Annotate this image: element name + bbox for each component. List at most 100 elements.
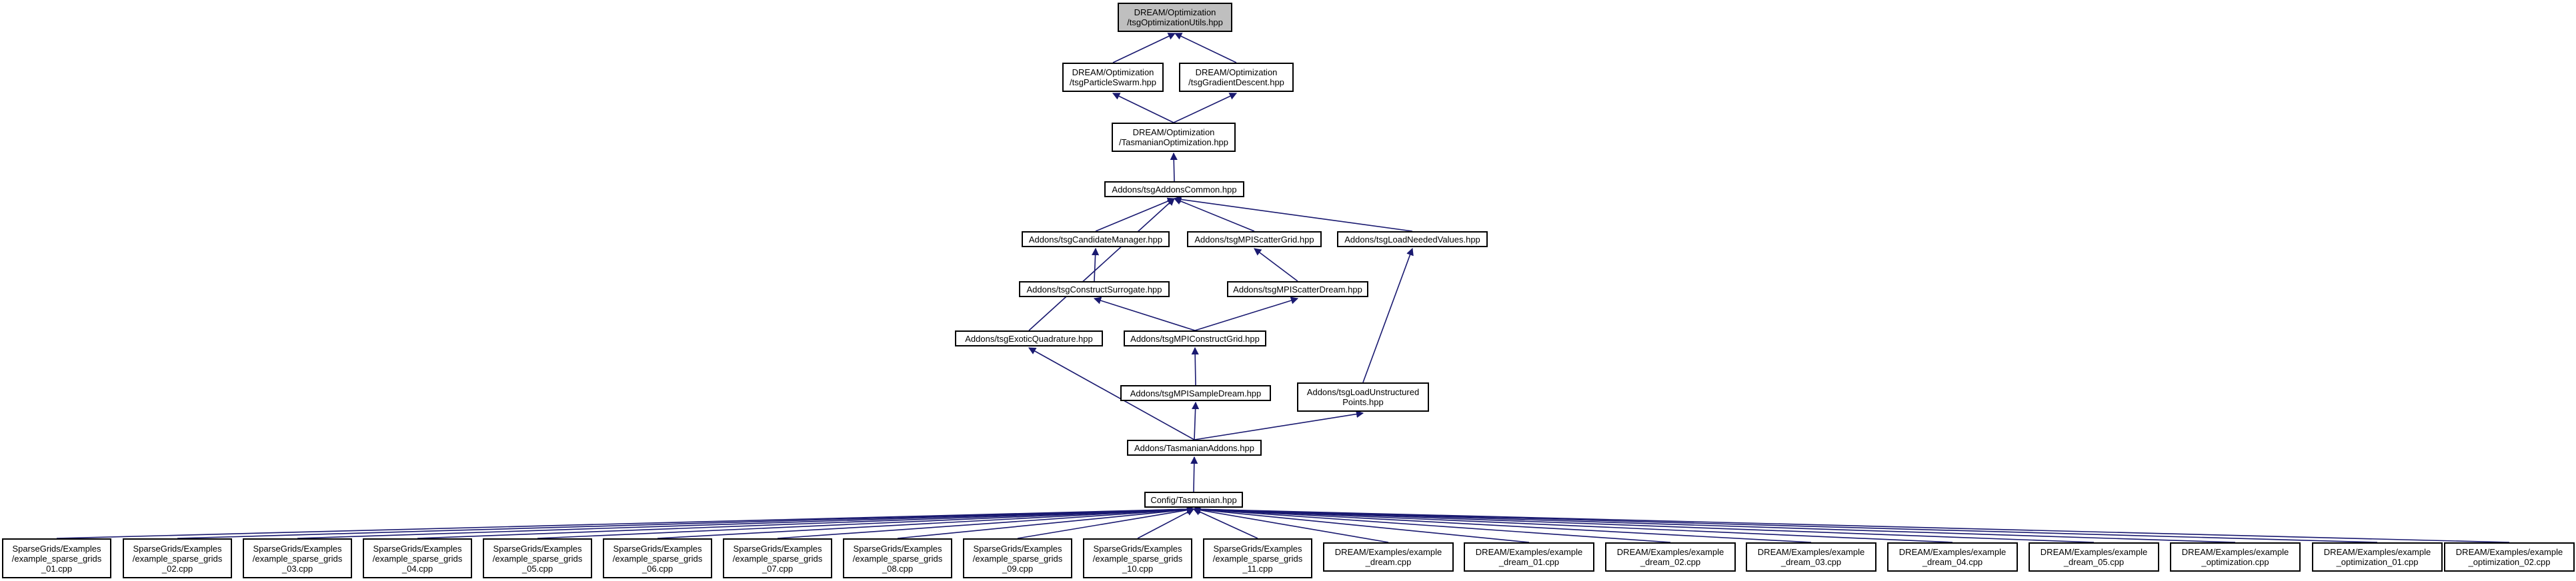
node-label-line: _06.cpp <box>641 563 674 574</box>
edge-sg01-to-tasmanian <box>56 505 1195 539</box>
node-label-line: Addons/tsgCandidateManager.hpp <box>1028 234 1163 245</box>
edge-tasaddons-to-mpisample <box>1192 401 1200 440</box>
node-sg05[interactable]: SparseGrids/Examples/example_sparse_grid… <box>483 538 592 578</box>
node-label-line: /example_sparse_grids <box>372 553 463 564</box>
node-label-line: Config/Tasmanian.hpp <box>1150 494 1237 505</box>
node-dr05[interactable]: DREAM/Examples/example_dream_05.cpp <box>2029 542 2159 572</box>
edge-sg07-to-tasmanian <box>777 506 1195 539</box>
node-label-line: Addons/tsgLoadNeededValues.hpp <box>1344 234 1480 245</box>
node-label-line: _dream.cpp <box>1365 557 1412 567</box>
edge-mpiscatd-to-mpiscat <box>1254 248 1298 282</box>
node-label-line: Addons/TasmanianAddons.hpp <box>1134 442 1254 453</box>
edge-mpiscat-to-common <box>1173 197 1255 232</box>
node-sg03[interactable]: SparseGrids/Examples/example_sparse_grid… <box>243 538 352 578</box>
edge-gdesc-to-root <box>1174 33 1237 63</box>
node-label-line: Addons/tsgExoticQuadrature.hpp <box>965 333 1093 344</box>
node-opt01[interactable]: DREAM/Examples/example_optimization_01.c… <box>2312 542 2443 572</box>
edge-sg06-to-tasmanian <box>657 505 1195 539</box>
node-pswarm[interactable]: DREAM/Optimization/tsgParticleSwarm.hpp <box>1062 63 1164 92</box>
edge-opt-to-tasmanian <box>1192 505 2236 543</box>
node-tasopt[interactable]: DREAM/Optimization/TasmanianOptimization… <box>1112 123 1236 152</box>
node-sg10[interactable]: SparseGrids/Examples/example_sparse_grid… <box>1083 538 1192 578</box>
node-label-line: DREAM/Examples/example <box>1616 547 1724 557</box>
node-mpisample[interactable]: Addons/tsgMPISampleDream.hpp <box>1120 385 1271 401</box>
node-label-line: Addons/tsgAddonsCommon.hpp <box>1112 184 1237 195</box>
node-label-line: _03.cpp <box>281 563 313 574</box>
node-cand[interactable]: Addons/tsgCandidateManager.hpp <box>1022 231 1170 247</box>
node-dr03[interactable]: DREAM/Examples/example_dream_03.cpp <box>1746 542 1876 572</box>
node-label-line: DREAM/Optimization <box>1072 67 1154 77</box>
node-label-line: _08.cpp <box>882 563 914 574</box>
node-label-line: DREAM/Examples/example <box>2323 547 2431 557</box>
node-dr01[interactable]: DREAM/Examples/example_dream_01.cpp <box>1464 542 1594 572</box>
node-label-line: /example_sparse_grids <box>972 553 1063 564</box>
edge-mpiconst-to-mpiscatd <box>1194 296 1299 331</box>
edge-constsur-to-cand <box>1091 247 1100 282</box>
node-label-line: SparseGrids/Examples <box>253 543 342 554</box>
node-label-line: DREAM/Examples/example <box>2455 547 2563 557</box>
node-gdesc[interactable]: DREAM/Optimization/tsgGradientDescent.hp… <box>1179 63 1294 92</box>
edge-tasopt-to-pswarm <box>1112 93 1174 123</box>
node-tasmanian[interactable]: Config/Tasmanian.hpp <box>1144 492 1243 508</box>
node-dr04[interactable]: DREAM/Examples/example_dream_04.cpp <box>1887 542 2018 572</box>
node-label-line: Addons/tsgConstructSurrogate.hpp <box>1026 284 1162 294</box>
edge-dr05-to-tasmanian <box>1192 505 2095 543</box>
node-label-line: DREAM/Examples/example <box>2040 547 2148 557</box>
node-label-line: /TasmanianOptimization.hpp <box>1118 137 1229 147</box>
node-label-line: DREAM/Optimization <box>1195 67 1278 77</box>
node-label-line: DREAM/Examples/example <box>1898 547 2007 557</box>
node-label-line: _dream_01.cpp <box>1498 557 1560 567</box>
node-label-line: /example_sparse_grids <box>612 553 703 564</box>
node-label-line: /example_sparse_grids <box>11 553 102 564</box>
node-constsur[interactable]: Addons/tsgConstructSurrogate.hpp <box>1019 281 1170 297</box>
node-label-line: DREAM/Examples/example <box>1757 547 1865 557</box>
node-exotic[interactable]: Addons/tsgExoticQuadrature.hpp <box>955 330 1103 346</box>
node-label-line: _02.cpp <box>161 563 193 574</box>
node-label-line: Addons/tsgMPIScatterGrid.hpp <box>1194 234 1314 245</box>
node-tasaddons[interactable]: Addons/TasmanianAddons.hpp <box>1127 440 1262 456</box>
edge-sg04-to-tasmanian <box>417 505 1195 539</box>
edge-tasaddons-to-loadunstr <box>1194 410 1364 440</box>
node-opt[interactable]: DREAM/Examples/example_optimization.cpp <box>2170 542 2301 572</box>
node-sg02[interactable]: SparseGrids/Examples/example_sparse_grid… <box>123 538 232 578</box>
edge-dr-to-tasmanian <box>1192 506 1389 543</box>
node-sg04[interactable]: SparseGrids/Examples/example_sparse_grid… <box>363 538 472 578</box>
node-label-line: /example_sparse_grids <box>852 553 943 564</box>
node-label-line: /example_sparse_grids <box>252 553 343 564</box>
node-common[interactable]: Addons/tsgAddonsCommon.hpp <box>1104 181 1244 197</box>
edge-exotic-to-common <box>1028 198 1175 331</box>
edge-dr04-to-tasmanian <box>1192 505 1953 543</box>
node-sg01[interactable]: SparseGrids/Examples/example_sparse_grid… <box>2 538 111 578</box>
edge-tasaddons-to-exotic <box>1028 347 1195 440</box>
node-label-line: /tsgOptimizationUtils.hpp <box>1127 17 1223 27</box>
node-dr02[interactable]: DREAM/Examples/example_dream_02.cpp <box>1605 542 1736 572</box>
node-sg11[interactable]: SparseGrids/Examples/example_sparse_grid… <box>1203 538 1312 578</box>
node-label-line: SparseGrids/Examples <box>613 543 702 554</box>
node-label-line: _dream_05.cpp <box>2063 557 2125 567</box>
node-label-line: _10.cpp <box>1122 563 1154 574</box>
node-mpiscatd[interactable]: Addons/tsgMPIScatterDream.hpp <box>1227 281 1368 297</box>
edge-pswarm-to-root <box>1112 33 1176 63</box>
edge-mpisample-to-mpiconst <box>1191 346 1199 386</box>
node-label-line: /example_sparse_grids <box>732 553 823 564</box>
node-label-line: DREAM/Optimization <box>1134 7 1216 17</box>
edge-opt02-to-tasmanian <box>1192 505 2510 543</box>
node-dr[interactable]: DREAM/Examples/example_dream.cpp <box>1323 542 1454 572</box>
node-loadneed[interactable]: Addons/tsgLoadNeededValues.hpp <box>1337 231 1488 247</box>
node-mpiscat[interactable]: Addons/tsgMPIScatterGrid.hpp <box>1187 231 1322 247</box>
node-label-line: SparseGrids/Examples <box>733 543 822 554</box>
node-sg08[interactable]: SparseGrids/Examples/example_sparse_grid… <box>843 538 952 578</box>
edge-sg02-to-tasmanian <box>177 505 1195 539</box>
node-label-line: SparseGrids/Examples <box>12 543 101 554</box>
node-mpiconst[interactable]: Addons/tsgMPIConstructGrid.hpp <box>1124 330 1266 346</box>
edge-sg09-to-tasmanian <box>1017 506 1195 539</box>
node-sg07[interactable]: SparseGrids/Examples/example_sparse_grid… <box>723 538 832 578</box>
edge-sg08-to-tasmanian <box>897 506 1195 539</box>
node-label-line: _dream_04.cpp <box>1922 557 1983 567</box>
node-sg09[interactable]: SparseGrids/Examples/example_sparse_grid… <box>963 538 1072 578</box>
node-opt02[interactable]: DREAM/Examples/example_optimization_02.c… <box>2444 542 2575 572</box>
node-sg06[interactable]: SparseGrids/Examples/example_sparse_grid… <box>603 538 712 578</box>
node-root[interactable]: DREAM/Optimization/tsgOptimizationUtils.… <box>1118 3 1232 32</box>
